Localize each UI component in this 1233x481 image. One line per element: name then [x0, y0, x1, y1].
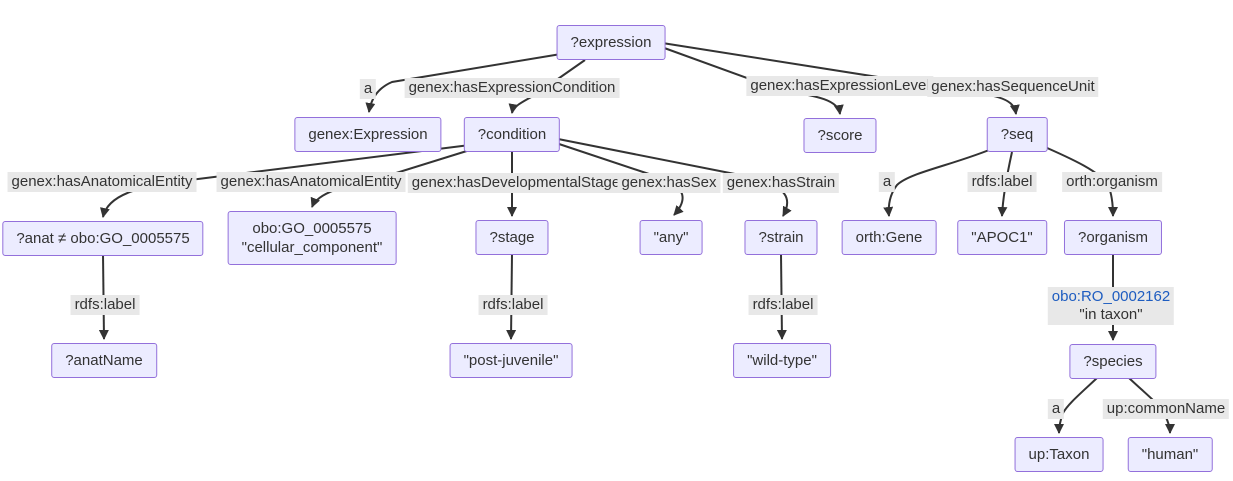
node-wild-type: "wild-type": [733, 343, 831, 378]
node-any: "any": [639, 220, 703, 255]
edge-label-rdfs-label-anat: rdfs:label: [70, 295, 140, 315]
edge-label-in-taxon: obo:RO_0002162 "in taxon": [1047, 287, 1175, 325]
edge-label-has-sex: genex:hasSex: [617, 173, 721, 193]
node-species: ?species: [1069, 344, 1157, 379]
node-score: ?score: [803, 118, 877, 153]
node-strain: ?strain: [744, 220, 818, 255]
node-condition: ?condition: [463, 117, 561, 152]
node-anatname: ?anatName: [51, 343, 157, 378]
node-anat: ?anat ≠ obo:GO_0005575: [2, 221, 204, 256]
node-seq: ?seq: [986, 117, 1048, 152]
edge-label-has-expression-level: genex:hasExpressionLevel: [746, 76, 934, 96]
edge-label-has-anatomical-entity-2: genex:hasAnatomicalEntity: [216, 172, 406, 192]
node-stage: ?stage: [475, 220, 549, 255]
node-go-cellular-component: obo:GO_0005575 "cellular_component": [227, 211, 397, 265]
edge-seq-to-orthgene: [883, 145, 1000, 217]
node-up-taxon: up:Taxon: [1014, 437, 1104, 472]
in-taxon-literal: "in taxon": [1079, 306, 1143, 323]
edge-label-has-sequence-unit: genex:hasSequenceUnit: [927, 77, 1099, 97]
edge-label-up-commonname: up:commonName: [1102, 399, 1230, 419]
edge-label-orth-organism: orth:organism: [1062, 172, 1162, 192]
edge-label-has-anatomical-entity-1: genex:hasAnatomicalEntity: [7, 172, 197, 192]
edge-label-a-species: a: [1047, 399, 1065, 419]
obo-ro-0002162-link[interactable]: obo:RO_0002162: [1051, 288, 1171, 305]
node-apoc1: "APOC1": [957, 220, 1047, 255]
node-post-juvenile: "post-juvenile": [449, 343, 573, 378]
edge-label-has-strain: genex:hasStrain: [722, 173, 840, 193]
edge-label-rdfs-label-stage: rdfs:label: [478, 295, 548, 315]
node-human: "human": [1127, 437, 1213, 472]
edge-label-a-seq: a: [878, 172, 896, 192]
node-orth-gene: orth:Gene: [841, 220, 937, 255]
node-expression: ?expression: [556, 25, 666, 60]
edge-label-has-expression-condition: genex:hasExpressionCondition: [404, 78, 620, 98]
edge-label-a-expression: a: [359, 79, 377, 99]
edge-label-rdfs-label-strain: rdfs:label: [748, 295, 818, 315]
edge-species-to-uptaxon: [1054, 377, 1098, 434]
edge-label-rdfs-label-seq: rdfs:label: [967, 172, 1037, 192]
node-organism: ?organism: [1063, 220, 1163, 255]
edge-label-has-developmental-stage: genex:hasDevelopmentalStage: [407, 173, 625, 193]
edge-expression-to-genex-expression: [365, 52, 568, 113]
node-genex-expression: genex:Expression: [294, 117, 442, 152]
